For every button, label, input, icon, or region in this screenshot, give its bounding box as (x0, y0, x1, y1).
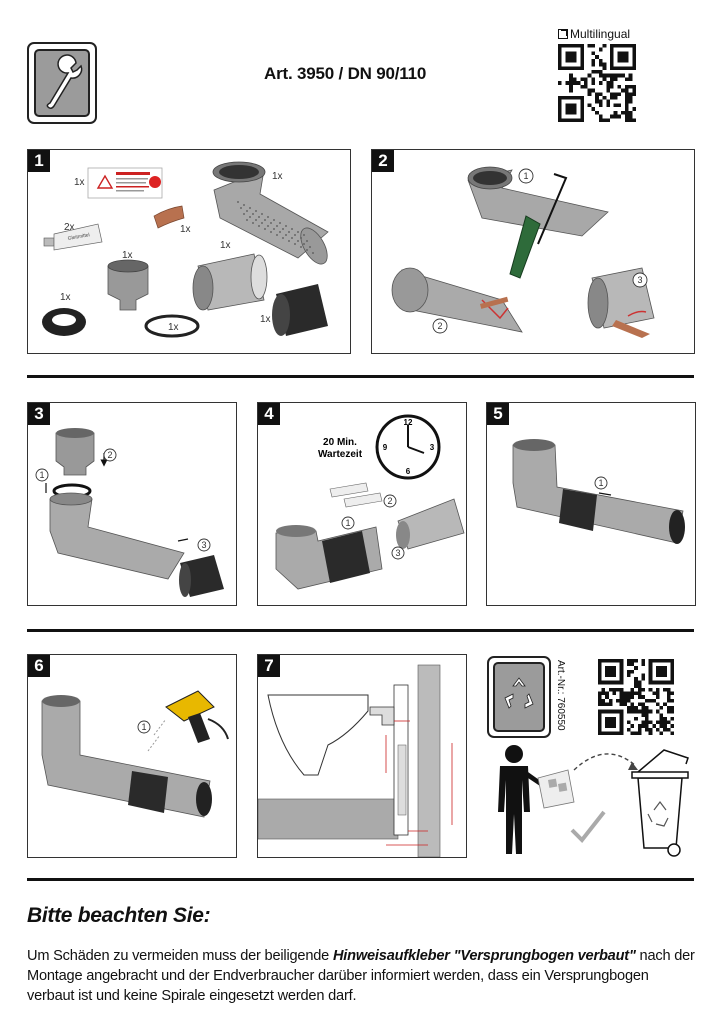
svg-text:12: 12 (404, 418, 413, 427)
svg-text:1: 1 (345, 518, 350, 528)
wait-time-line1: 20 Min. (323, 437, 357, 448)
heat-gun-icon (147, 690, 229, 752)
step-number: 3 (28, 403, 50, 425)
multilingual-label: Multilingual (558, 27, 630, 41)
adapter-cone (192, 253, 268, 311)
step-number: 5 (487, 403, 509, 425)
qty-sleeve: 1x (260, 314, 271, 325)
step-panel-1: 1 1x 2x Gleitmittel 1x 1x (27, 149, 351, 354)
notice-heading: Bitte beachten Sie: (27, 904, 211, 927)
section-divider (27, 629, 694, 632)
wrench-icon (34, 49, 90, 117)
adapter-cone (396, 498, 465, 550)
step-number: 7 (258, 655, 280, 677)
person-icon (498, 745, 542, 854)
step-number: 4 (258, 403, 280, 425)
recycle-icon-box (487, 656, 551, 738)
svg-text:9: 9 (383, 443, 388, 452)
qty-ring: 1x (60, 292, 71, 303)
step-panel-5: 5 1 (486, 402, 696, 606)
rubber-ring (42, 308, 86, 336)
recycling-bin-icon (631, 749, 689, 857)
qr-code-multilingual[interactable] (558, 44, 636, 122)
svg-text:Gleitmittel: Gleitmittel (67, 232, 90, 242)
svg-text:1: 1 (39, 470, 44, 480)
link-icon (558, 29, 568, 39)
toilet-installation-diagram (258, 664, 453, 857)
step-panel-6: 6 1 (27, 654, 237, 858)
step-number: 2 (372, 150, 394, 172)
qty-adapter: 1x (220, 240, 231, 251)
svg-text:3: 3 (637, 275, 642, 285)
offset-elbow-pipe (212, 161, 329, 265)
wait-time-line2: Wartezeit (318, 449, 363, 460)
recycle-icon (493, 662, 545, 732)
lubricant-tubes (329, 482, 383, 508)
qr-code-recycling[interactable] (598, 659, 674, 735)
warning-sticker (87, 167, 163, 199)
svg-text:2: 2 (107, 450, 112, 460)
adhesive-tape (153, 205, 185, 229)
svg-text:1: 1 (523, 171, 528, 181)
step-panel-3: 3 2 1 3 (27, 402, 237, 606)
notice-paragraph: Um Schäden zu vermeiden muss der beilige… (27, 948, 695, 1004)
tool-icon-box (27, 42, 97, 124)
qty-oring: 1x (168, 322, 179, 333)
svg-text:6: 6 (406, 467, 411, 476)
qty-sticker: 1x (74, 177, 85, 188)
svg-text:2: 2 (437, 321, 442, 331)
qty-lube: 2x (64, 222, 75, 233)
elbow-pipe (467, 166, 609, 237)
svg-text:3: 3 (430, 443, 435, 452)
lubricant-tube: Gleitmittel (43, 223, 103, 251)
svg-text:2: 2 (387, 496, 392, 506)
packaging-icon (537, 769, 575, 809)
step-number: 1 (28, 150, 50, 172)
svg-text:1: 1 (598, 478, 603, 488)
assembled-pipe (512, 439, 685, 544)
step-panel-4: 4 20 Min. Wartezeit 12 3 6 9 1 2 3 (257, 402, 467, 606)
elbow-pipe (49, 492, 185, 580)
qty-elbow: 1x (272, 171, 283, 182)
reducer-sleeve (107, 259, 149, 311)
section-divider (27, 375, 694, 378)
checkmark-icon (570, 810, 606, 844)
step-panel-7: 7 (257, 654, 467, 858)
svg-text:1: 1 (141, 722, 146, 732)
qty-tape: 1x (180, 224, 191, 235)
article-number: Art.-Nr.: 760550 (555, 660, 566, 731)
cut-pipe-section (391, 267, 523, 333)
hacksaw-icon (509, 173, 568, 279)
disposal-illustration (498, 745, 689, 857)
step-number: 6 (28, 655, 50, 677)
black-sleeve (179, 555, 224, 597)
step-panel-2: 2 1 2 3 (371, 149, 695, 354)
page-title: Art. 3950 / DN 90/110 (264, 64, 427, 83)
svg-text:3: 3 (201, 540, 206, 550)
curved-arrow-icon (573, 753, 637, 771)
assembled-pipe (41, 695, 212, 818)
qty-reducer: 1x (122, 250, 133, 261)
reducer-sleeve (55, 428, 95, 476)
black-sleeve (272, 284, 328, 336)
clock-icon: 12 3 6 9 (375, 414, 441, 480)
elbow-with-sleeve (275, 525, 383, 590)
svg-text:3: 3 (395, 548, 400, 558)
o-ring (144, 314, 200, 338)
section-divider (27, 878, 694, 881)
